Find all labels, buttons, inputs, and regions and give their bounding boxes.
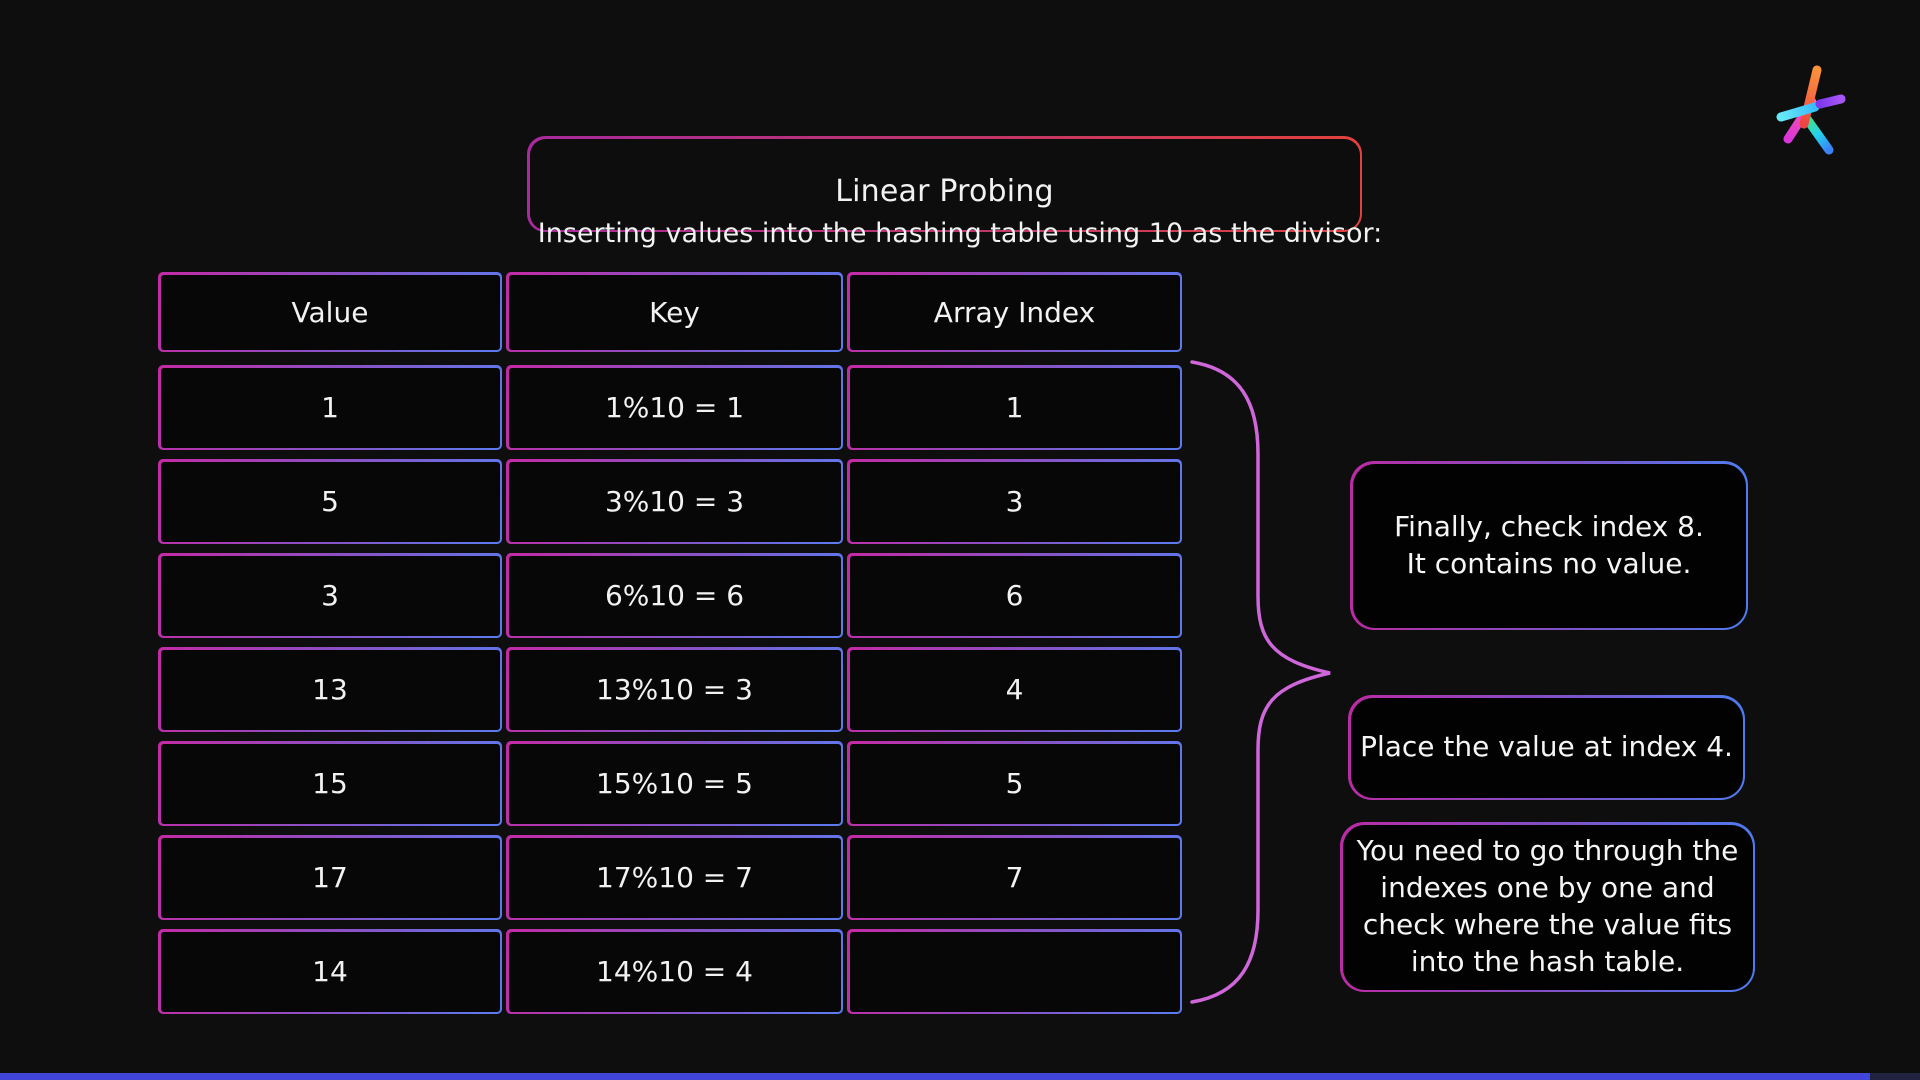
- table-cell-index: [847, 929, 1182, 1014]
- cell-text: 1: [160, 367, 500, 448]
- cell-text: 13%10 = 3: [508, 649, 841, 730]
- callout-check-index-8: Finally, check index 8. It contains no v…: [1350, 461, 1748, 630]
- cell-text: 15%10 = 5: [508, 743, 841, 824]
- video-progress-fill: [0, 1073, 1871, 1080]
- cell-text: 3: [160, 555, 500, 636]
- table-cell-index: 5: [847, 741, 1182, 826]
- table-cell-key: 3%10 = 3: [506, 459, 843, 544]
- table-cell-index: 1: [847, 365, 1182, 450]
- table-cell-value: 3: [158, 553, 502, 638]
- column-header-value: Value: [158, 272, 502, 352]
- callout-text: Finally, check index 8. It contains no v…: [1352, 463, 1746, 628]
- table-cell-value: 13: [158, 647, 502, 732]
- cell-text: [849, 931, 1180, 1012]
- table-cell-key: 6%10 = 6: [506, 553, 843, 638]
- cell-text: 1: [849, 367, 1180, 448]
- cell-text: 17%10 = 7: [508, 837, 841, 918]
- video-progress-bar[interactable]: [0, 1073, 1920, 1080]
- table-cell-key: 1%10 = 1: [506, 365, 843, 450]
- table-cell-value: 15: [158, 741, 502, 826]
- table-cell-value: 17: [158, 835, 502, 920]
- cell-text: 13: [160, 649, 500, 730]
- slide-title: Linear Probing: [835, 173, 1054, 209]
- table-cell-index: 4: [847, 647, 1182, 732]
- title-box: Linear Probing: [527, 136, 1362, 232]
- table-cell-value: 1: [158, 365, 502, 450]
- brand-logo-icon: [1776, 65, 1846, 155]
- callout-text: You need to go through the indexes one b…: [1342, 824, 1753, 990]
- table-cell-index: 3: [847, 459, 1182, 544]
- table-cell-key: 14%10 = 4: [506, 929, 843, 1014]
- callout-go-through-indexes: You need to go through the indexes one b…: [1340, 822, 1755, 992]
- table-cell-value: 14: [158, 929, 502, 1014]
- cell-text: 15: [160, 743, 500, 824]
- callout-place-value: Place the value at index 4.: [1348, 695, 1745, 800]
- cell-text: 14%10 = 4: [508, 931, 841, 1012]
- cell-text: 5: [160, 461, 500, 542]
- cell-text: 6%10 = 6: [508, 555, 841, 636]
- table-cell-index: 6: [847, 553, 1182, 638]
- cell-text: 6: [849, 555, 1180, 636]
- column-header-array-index: Array Index: [847, 272, 1182, 352]
- cell-text: 4: [849, 649, 1180, 730]
- cell-text: 17: [160, 837, 500, 918]
- table-cell-value: 5: [158, 459, 502, 544]
- cell-text: 3: [849, 461, 1180, 542]
- slide-subtitle: Inserting values into the hashing table …: [537, 218, 1383, 249]
- column-header-label: Key: [508, 274, 841, 350]
- curly-brace-icon: [1190, 360, 1331, 1004]
- table-cell-key: 13%10 = 3: [506, 647, 843, 732]
- table-cell-key: 15%10 = 5: [506, 741, 843, 826]
- column-header-label: Array Index: [849, 274, 1180, 350]
- table-cell-index: 7: [847, 835, 1182, 920]
- cell-text: 3%10 = 3: [508, 461, 841, 542]
- column-header-key: Key: [506, 272, 843, 352]
- title-box-inner: Linear Probing: [529, 138, 1360, 230]
- table-cell-key: 17%10 = 7: [506, 835, 843, 920]
- cell-text: 7: [849, 837, 1180, 918]
- cell-text: 1%10 = 1: [508, 367, 841, 448]
- cell-text: 5: [849, 743, 1180, 824]
- callout-text: Place the value at index 4.: [1350, 697, 1743, 798]
- cell-text: 14: [160, 931, 500, 1012]
- column-header-label: Value: [160, 274, 500, 350]
